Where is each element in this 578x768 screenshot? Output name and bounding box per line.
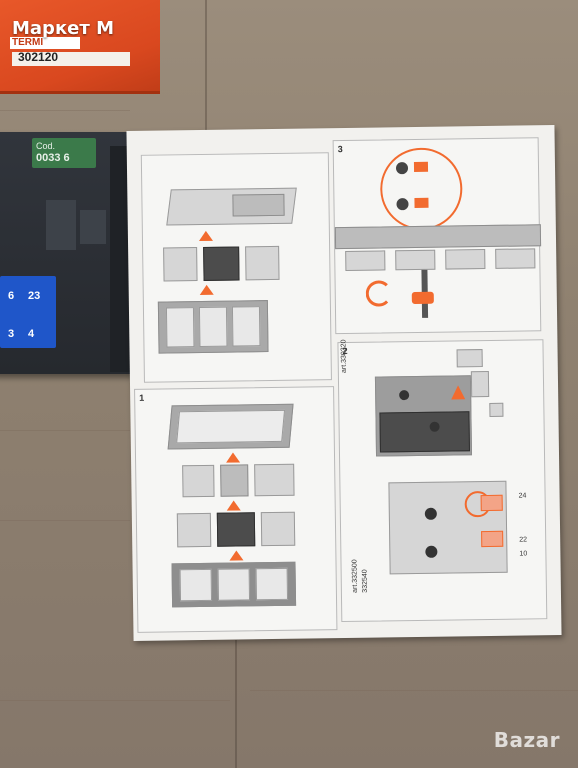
orange-connector-icon <box>480 494 503 512</box>
panel-number: 3 <box>337 143 343 155</box>
orange-connector-icon <box>481 530 504 548</box>
orange-clip-icon <box>413 161 429 173</box>
switch-module <box>163 247 198 282</box>
rotate-arrow-icon <box>365 280 392 307</box>
rail-block <box>445 249 486 270</box>
instruction-sheet: 3 1 <box>126 125 562 641</box>
cod-value: 0033 6 <box>36 152 70 164</box>
blank-module <box>245 245 280 281</box>
part-reference: art.332500 <box>351 559 359 593</box>
frame-opening <box>231 306 261 347</box>
switch-module <box>176 512 212 548</box>
switch-module <box>182 464 215 498</box>
connector <box>470 370 490 398</box>
device-module <box>216 512 256 547</box>
screw-icon <box>395 162 409 175</box>
orange-clip-icon <box>414 197 429 208</box>
panel-step-3: 3 <box>332 137 542 335</box>
terminal-number: 3 <box>8 328 15 340</box>
orange-arrow <box>225 452 241 463</box>
device-front <box>379 411 470 453</box>
orange-arrow <box>198 230 214 242</box>
watermark: Bazar <box>493 728 560 752</box>
panel-assembly-bottom-left: 1 <box>134 386 338 633</box>
floor-grain <box>0 430 130 431</box>
module-slot <box>46 200 76 250</box>
cod-label-text: Cod. <box>36 141 56 151</box>
terminal-number: 4 <box>28 328 35 340</box>
orange-arrow <box>226 500 241 511</box>
part-reference: art.330320 <box>340 339 348 374</box>
detail-circle <box>379 147 463 231</box>
frame-opening <box>179 568 213 602</box>
terminal-block: 6 23 3 4 <box>0 276 56 348</box>
frame-opening <box>217 568 251 601</box>
frame-opening <box>255 567 289 601</box>
floor-grain <box>0 110 130 111</box>
screw-icon <box>425 545 438 558</box>
pin-label: 10 <box>519 550 528 558</box>
floor-grain <box>0 700 230 701</box>
screw-icon <box>424 507 437 520</box>
rail <box>334 224 542 250</box>
pin-label: 24 <box>518 492 527 500</box>
orange-arrow <box>199 284 214 296</box>
frame-opening <box>198 306 228 348</box>
blank-module <box>254 463 295 497</box>
button-block <box>232 193 285 217</box>
rail-block <box>495 248 536 269</box>
connector <box>456 349 483 368</box>
part-reference: 332540 <box>361 569 369 593</box>
shop-label: Маркет М <box>12 18 114 39</box>
orange-arrow <box>229 550 244 561</box>
rail-block <box>395 249 436 271</box>
screw-icon <box>429 421 440 432</box>
panel-assembly-top-left <box>140 152 332 383</box>
product-box: TERMI 302120 <box>0 0 160 94</box>
module-slot <box>80 210 106 244</box>
terminal-number: 23 <box>28 290 41 302</box>
panel-step-2: 2 art.330320 24 22 10 art.332500 332540 <box>337 339 548 623</box>
cod-label: Cod. 0033 6 <box>32 138 96 168</box>
frame-opening <box>176 409 286 444</box>
box-label-strip <box>12 52 130 66</box>
floor-grain <box>0 520 130 521</box>
connector <box>489 402 504 417</box>
frame-opening <box>165 307 195 348</box>
device-module <box>203 246 240 281</box>
rail-block <box>345 250 386 271</box>
box-brand-text: TERMI <box>10 37 80 49</box>
terminal-number: 6 <box>8 290 15 302</box>
floor-seam <box>205 0 207 150</box>
panel-number: 1 <box>139 392 145 403</box>
floor-seam <box>235 640 237 768</box>
pin-label: 22 <box>519 536 528 544</box>
floor-grain <box>250 690 578 691</box>
blank-module <box>260 511 296 547</box>
orange-arrow <box>451 385 466 400</box>
screw-icon <box>399 390 410 401</box>
orange-clip-icon <box>411 291 434 305</box>
button-block <box>220 464 249 497</box>
box-code: 302120 <box>18 50 59 64</box>
